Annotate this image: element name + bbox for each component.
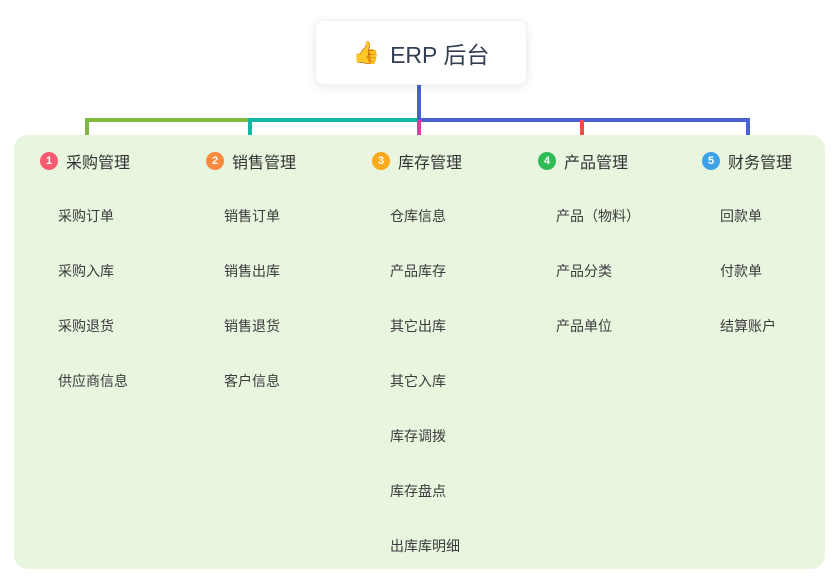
branch-header-3[interactable]: 3 库存管理: [372, 148, 462, 174]
branch-number-badge: 4: [538, 152, 556, 170]
branch-label: 财务管理: [728, 155, 793, 172]
branch-number-badge: 3: [372, 152, 390, 170]
child-node-label[interactable]: 付款单: [720, 263, 762, 279]
child-node-label[interactable]: 供应商信息: [58, 373, 128, 389]
child-node-label[interactable]: 库存盘点: [390, 483, 446, 499]
child-node-label[interactable]: 库存调拨: [390, 428, 446, 444]
child-node-label[interactable]: 其它出库: [390, 318, 446, 334]
branch-header-2[interactable]: 2 销售管理: [206, 148, 296, 174]
child-node-label[interactable]: 产品单位: [556, 318, 612, 334]
bus-segment-purchase: [85, 118, 250, 122]
root-node-label: ERP 后台: [390, 41, 490, 68]
branch-label: 销售管理: [232, 155, 297, 172]
child-node-label[interactable]: 其它入库: [390, 373, 446, 389]
child-node-label[interactable]: 回款单: [720, 208, 762, 224]
bus-segment-sales: [248, 118, 419, 122]
child-node-label[interactable]: 产品分类: [556, 263, 612, 279]
branch-header-5[interactable]: 5 财务管理: [702, 148, 792, 174]
child-node-label[interactable]: 客户信息: [224, 373, 280, 389]
child-node-label[interactable]: 销售退货: [224, 318, 280, 334]
branch-number-badge: 5: [702, 152, 720, 170]
child-node-label[interactable]: 采购入库: [58, 263, 114, 279]
root-node[interactable]: 👍 ERP 后台: [315, 20, 527, 85]
branch-label: 产品管理: [564, 155, 629, 172]
branch-label: 采购管理: [66, 155, 131, 172]
branch-number-badge: 2: [206, 152, 224, 170]
root-connector-line: [417, 83, 421, 120]
branch-label: 库存管理: [398, 155, 463, 172]
branch-header-4[interactable]: 4 产品管理: [538, 148, 628, 174]
thumbs-up-icon: 👍: [352, 39, 381, 65]
child-node-label[interactable]: 仓库信息: [390, 208, 446, 224]
child-node-label[interactable]: 销售出库: [224, 263, 280, 279]
child-node-label[interactable]: 产品（物料）: [556, 208, 640, 224]
child-node-label[interactable]: 产品库存: [390, 263, 446, 279]
child-node-label[interactable]: 结算账户: [720, 318, 776, 334]
child-node-label[interactable]: 销售订单: [224, 208, 280, 224]
child-node-label[interactable]: 出库库明细: [390, 538, 460, 554]
child-node-label[interactable]: 采购订单: [58, 208, 114, 224]
branch-header-1[interactable]: 1 采购管理: [40, 148, 130, 174]
branch-number-badge: 1: [40, 152, 58, 170]
branches-container: [14, 135, 825, 569]
child-node-label[interactable]: 采购退货: [58, 318, 114, 334]
